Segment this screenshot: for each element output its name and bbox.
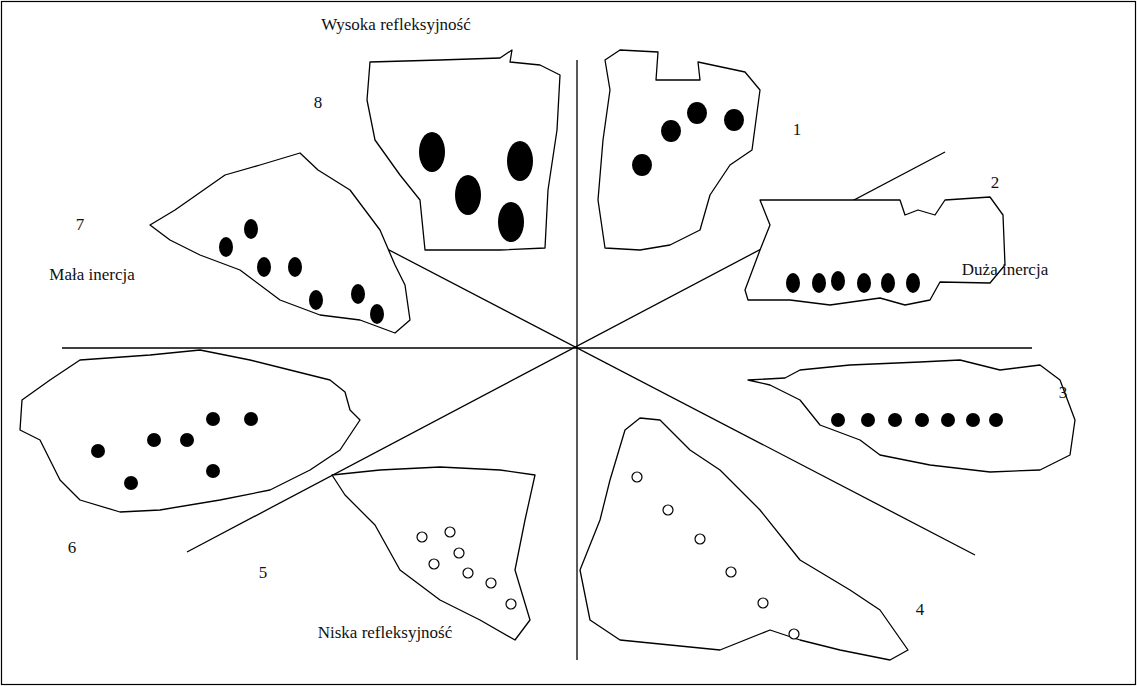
hollow-dot <box>445 527 455 537</box>
hollow-dot <box>486 578 496 588</box>
axis-label: Duża inercja <box>960 260 1050 280</box>
dot <box>206 412 220 426</box>
dot <box>124 476 138 490</box>
dot <box>257 257 271 277</box>
hollow-dots <box>417 472 799 639</box>
hollow-dot <box>506 599 516 609</box>
callout-number: 1 <box>791 120 804 140</box>
dot <box>831 271 845 291</box>
callout-number: 4 <box>914 600 927 620</box>
dot <box>857 273 871 293</box>
flint-outline <box>367 50 560 250</box>
dot <box>724 109 744 131</box>
flint-outline <box>332 467 535 640</box>
flint-outline <box>150 153 410 333</box>
dot <box>906 273 920 293</box>
dot <box>989 413 1003 427</box>
dot <box>180 433 194 447</box>
flint-outline <box>748 360 1075 472</box>
dot <box>419 132 445 172</box>
dot <box>888 413 902 427</box>
callout-number: 3 <box>1057 383 1070 403</box>
dot <box>941 413 955 427</box>
axis-label: Niska refleksyjność <box>316 623 455 643</box>
dot <box>687 102 707 124</box>
axis-label: Wysoka refleksyjność <box>319 15 473 35</box>
dot <box>661 120 681 142</box>
callout-number: 6 <box>66 538 79 558</box>
hollow-dot <box>417 532 427 542</box>
hollow-dot <box>663 505 673 515</box>
dot <box>206 464 220 478</box>
hollow-dot <box>632 472 642 482</box>
flint-outline <box>20 350 360 512</box>
dot <box>831 413 845 427</box>
hollow-dot <box>454 548 464 558</box>
dot <box>219 237 233 257</box>
dot <box>881 273 895 293</box>
dot <box>498 202 524 242</box>
flint-outlines <box>20 50 1075 660</box>
dot <box>455 175 481 215</box>
dot <box>147 433 161 447</box>
dot <box>288 257 302 277</box>
dot <box>351 284 365 304</box>
dot <box>370 304 384 324</box>
callout-number: 7 <box>74 215 87 235</box>
flint-outline <box>745 197 1005 305</box>
solid-dots <box>91 102 1003 490</box>
dot <box>244 412 258 426</box>
dot <box>915 413 929 427</box>
flint-outline <box>580 418 908 660</box>
dot <box>786 273 800 293</box>
dot <box>861 413 875 427</box>
hollow-dot <box>695 534 705 544</box>
dot <box>966 413 980 427</box>
callout-number: 2 <box>989 173 1002 193</box>
hollow-dot <box>726 567 736 577</box>
dot <box>309 290 323 310</box>
dot <box>812 273 826 293</box>
hollow-dot <box>789 629 799 639</box>
axis-line <box>62 347 1032 348</box>
dot <box>244 219 258 239</box>
dot <box>507 141 533 181</box>
axis-label: Mała inercja <box>47 265 136 285</box>
hollow-dot <box>463 568 473 578</box>
dot <box>632 154 652 176</box>
hollow-dot <box>429 559 439 569</box>
callout-number: 5 <box>257 563 270 583</box>
dot <box>91 444 105 458</box>
callout-number: 8 <box>312 93 325 113</box>
hollow-dot <box>758 598 768 608</box>
flint-outline <box>598 50 760 250</box>
axis-line <box>576 60 577 660</box>
